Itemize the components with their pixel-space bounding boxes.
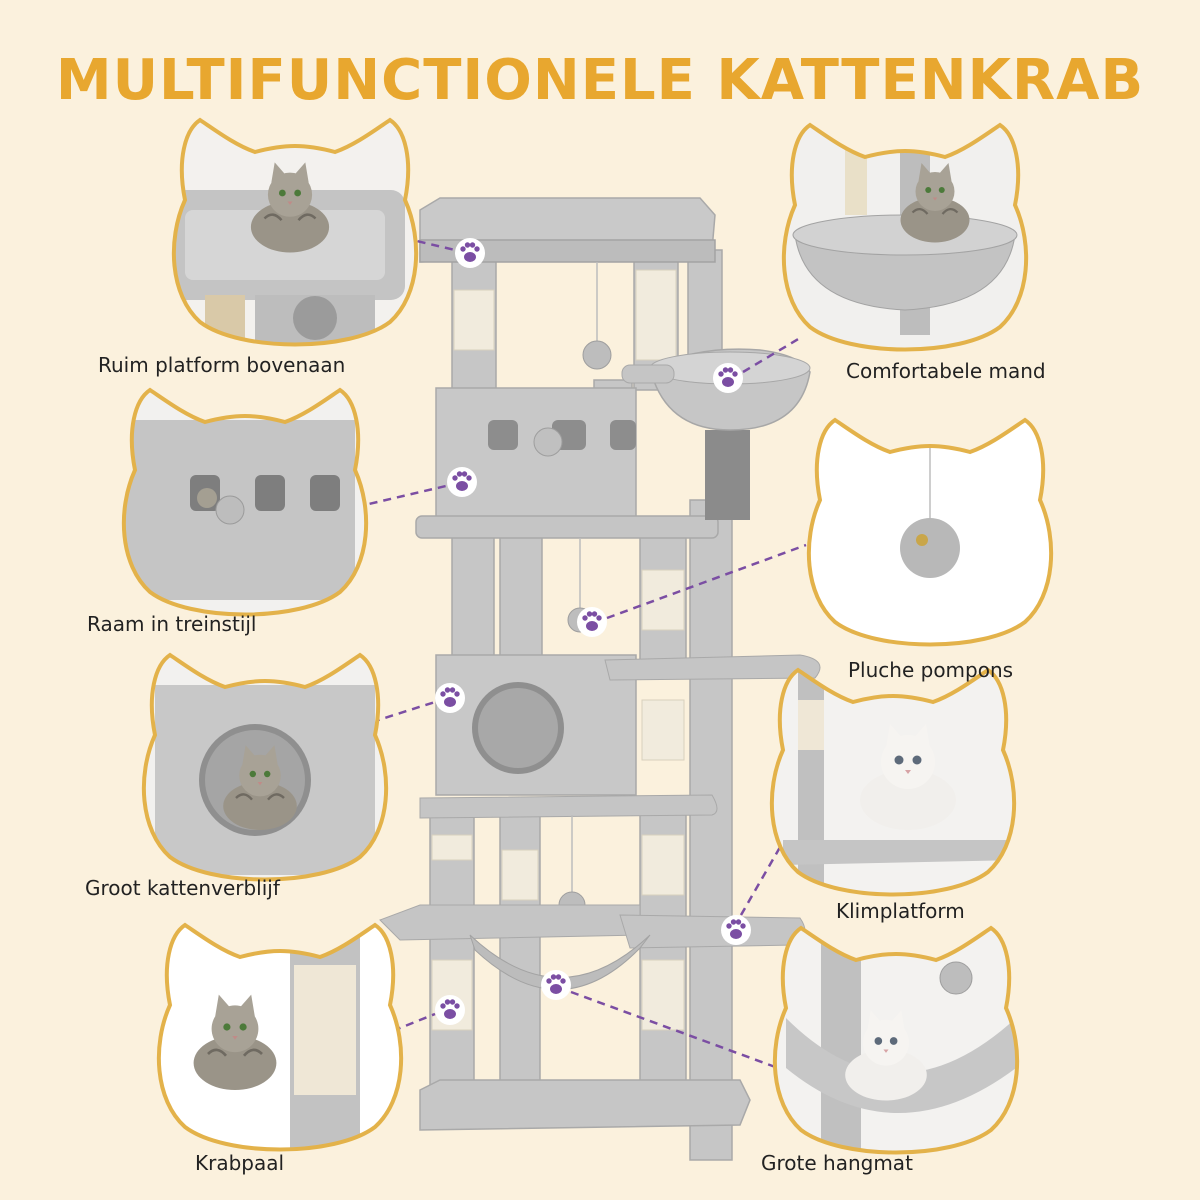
label-pompons: Pluche pompons [848,658,1014,682]
label-top-platform: Ruim platform bovenaan [98,353,346,377]
page-title: MULTIFUNCTIONELE KATTENKRAB [55,48,1145,113]
detail-pompons [806,418,1054,647]
cat-tree [379,197,821,1161]
paw-icon [713,363,743,393]
label-climb-platform: Klimplatform [836,899,965,923]
paw-icon [541,970,571,1000]
detail-scratch-post [156,923,404,1152]
paw-icon [455,238,485,268]
paw-icon [435,683,465,713]
label-train-window: Raam in treinstijl [87,612,257,636]
detail-climb-platform [769,668,1017,897]
detail-hammock [772,926,1020,1155]
paw-icon [577,607,607,637]
paw-icon [447,467,477,497]
connectors [355,236,807,1070]
label-hammock: Grote hangmat [761,1151,913,1175]
paw-icon [721,915,751,945]
detail-condo [141,653,389,882]
detail-train-window [121,388,369,617]
detail-basket [781,123,1029,352]
label-basket: Comfortabele mand [846,359,1046,383]
label-condo: Groot kattenverblijf [85,876,280,900]
paw-icon [435,995,465,1025]
label-scratch-post: Krabpaal [195,1151,285,1175]
detail-top-platform [171,118,419,347]
